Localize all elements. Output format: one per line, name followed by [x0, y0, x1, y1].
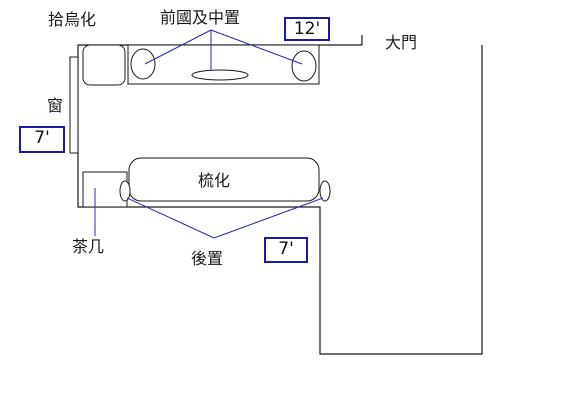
center-speaker: [191, 69, 249, 81]
window-strip: [69, 56, 79, 154]
sofa-shape: [128, 157, 320, 202]
room-wall: [77, 44, 483, 355]
pointer-line: [210, 29, 303, 65]
main-door-label: 大門: [385, 33, 418, 52]
pointer-line: [213, 197, 324, 239]
right-rear-speaker: [319, 180, 331, 202]
window-label: 窗: [47, 96, 64, 115]
bottom-dimension-box: 7': [264, 237, 308, 263]
ottoman-label: 拾烏化: [48, 10, 97, 29]
right-front-speaker: [291, 50, 317, 82]
ottoman-shape: [82, 44, 126, 86]
left-front-speaker: [130, 48, 156, 80]
front-speakers-label: 前國及中置: [160, 8, 241, 27]
sofa-label: 梳化: [198, 171, 231, 190]
pointer-line: [126, 197, 215, 239]
top-dimension-box: 12': [284, 17, 330, 41]
left-rear-speaker: [119, 180, 131, 202]
pointer-line: [144, 29, 212, 65]
coffee-table-label: 茶几: [72, 237, 105, 256]
rear-speakers-label: 後置: [191, 249, 224, 268]
left-dimension-box: 7': [19, 126, 65, 153]
